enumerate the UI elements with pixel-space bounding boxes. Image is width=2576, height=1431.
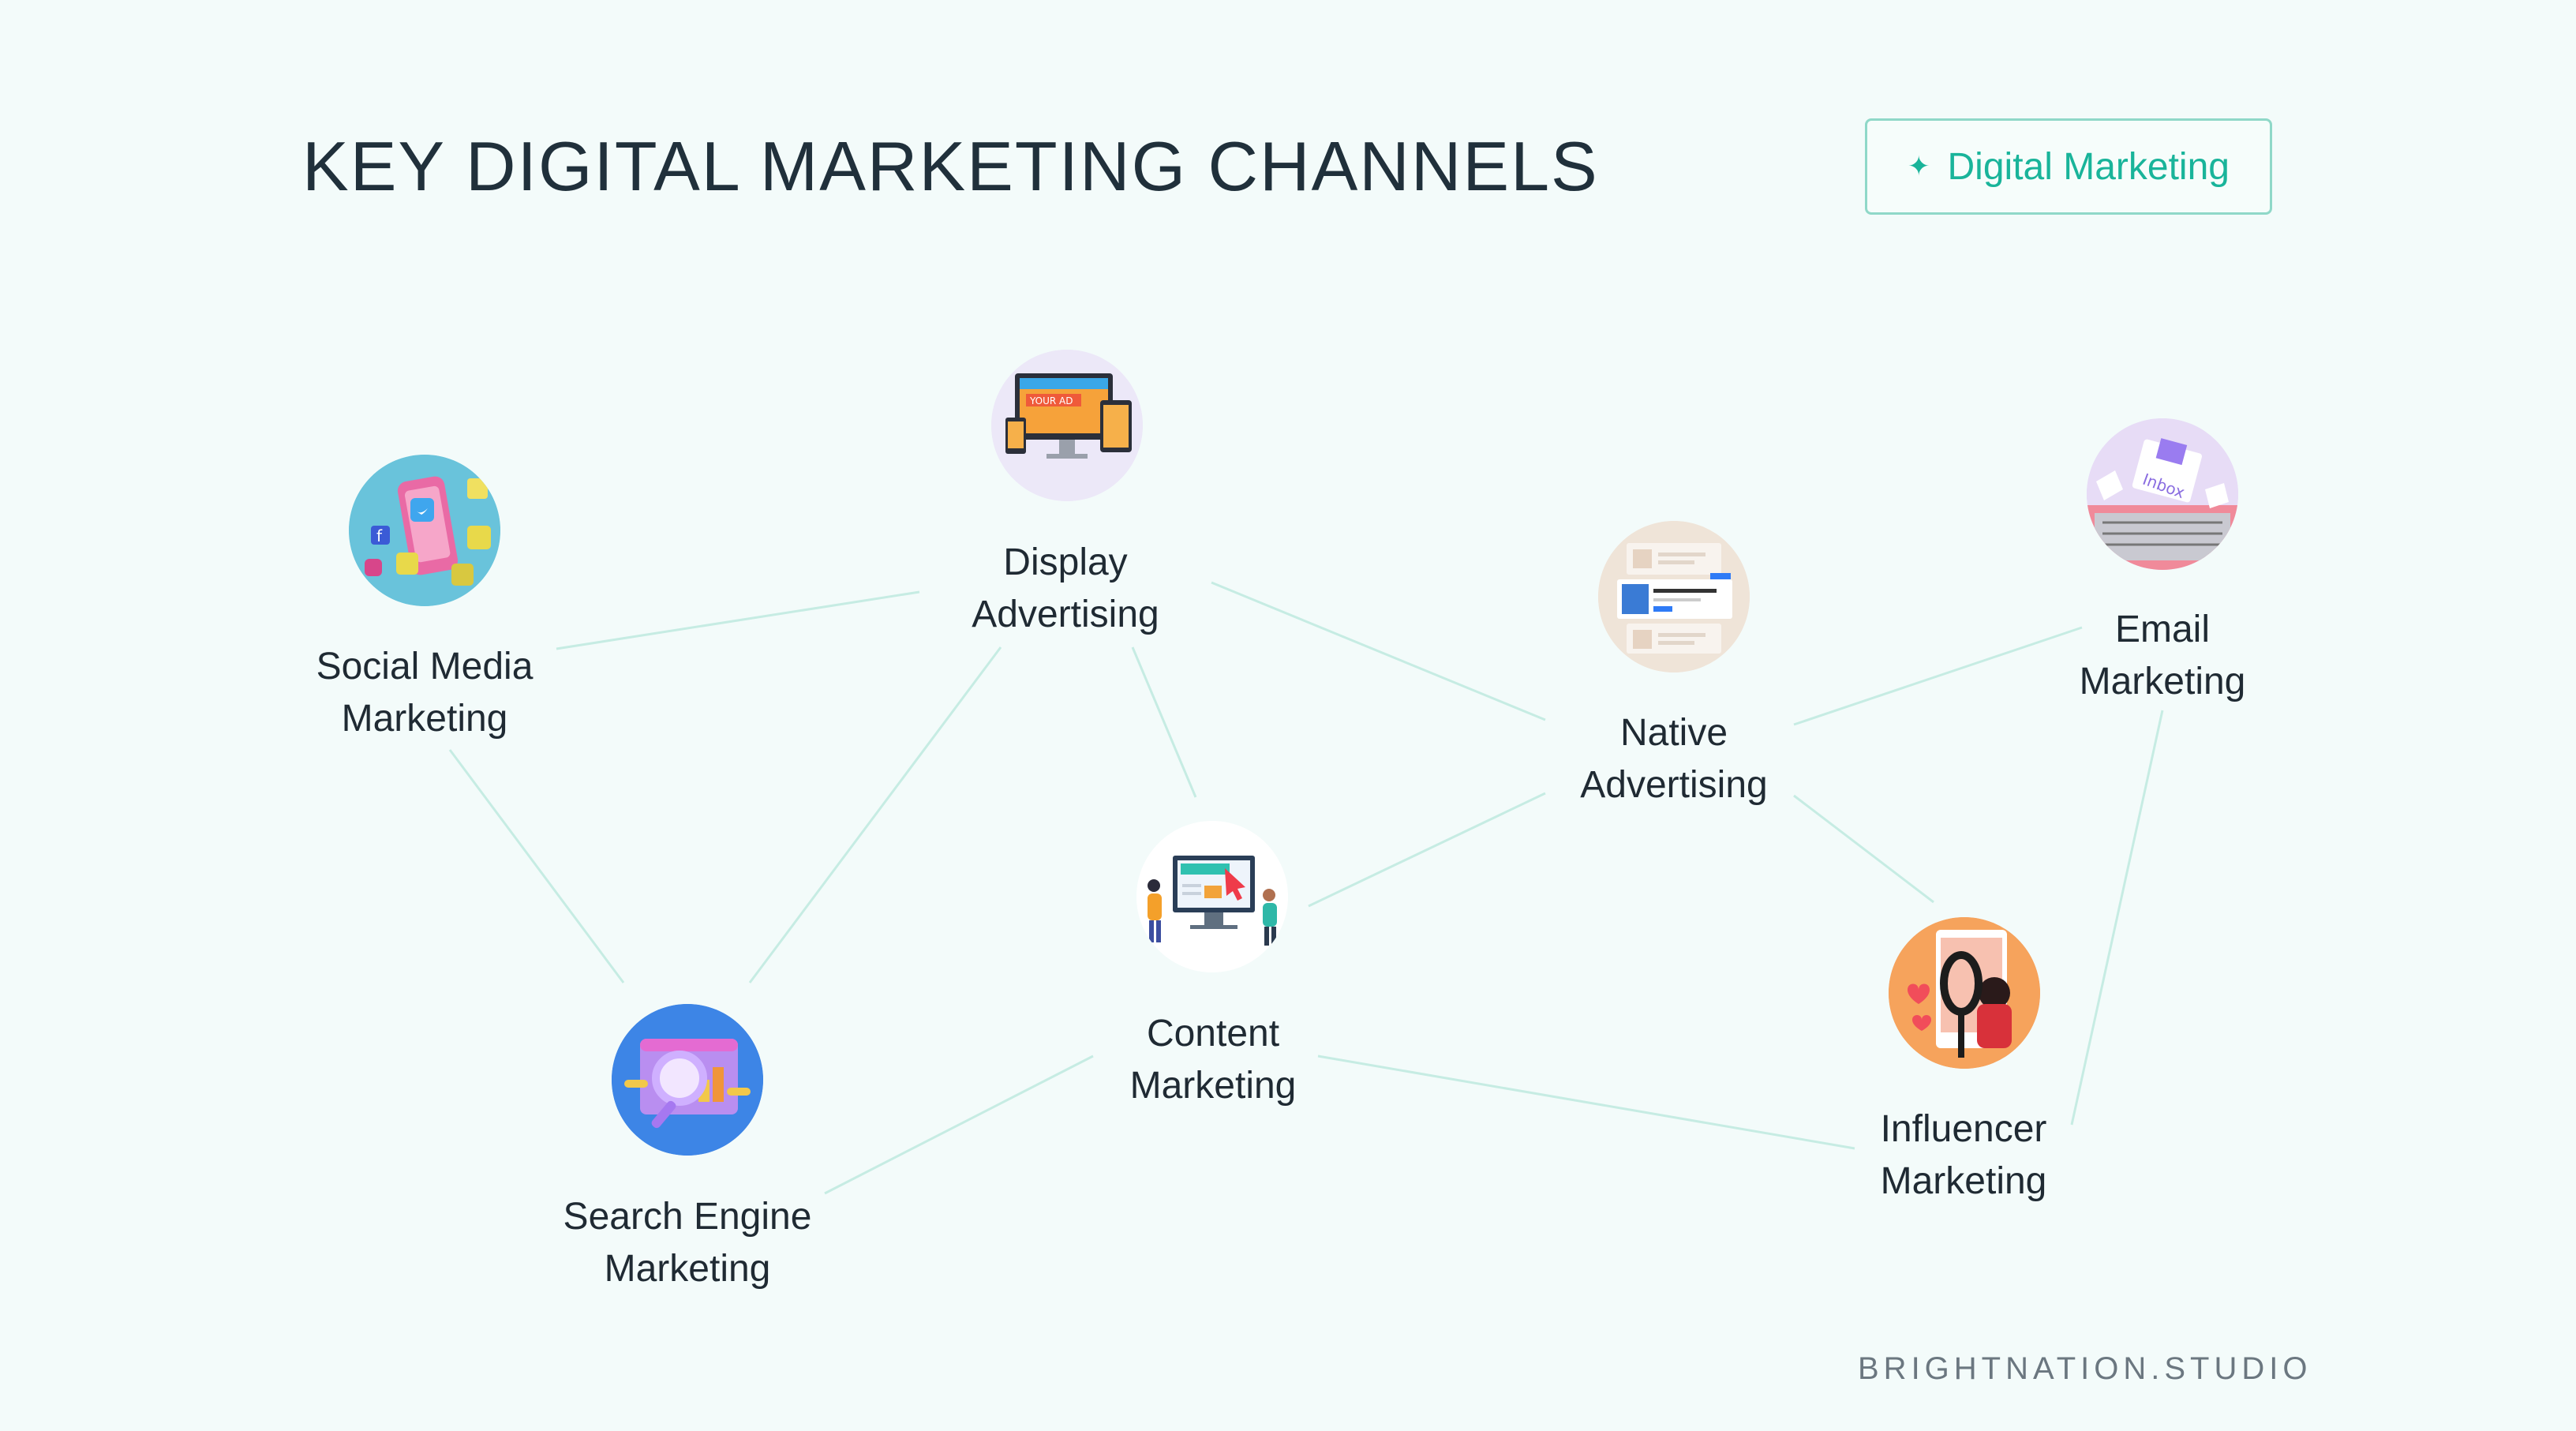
edge-native-email [1793,626,2083,726]
svg-text:f: f [376,526,383,545]
edge-content-influencer [1317,1055,1855,1150]
email-inbox-laptop-icon: Inbox [2087,418,2238,570]
edge-email-influencer [2070,710,2164,1126]
content-monitor-icon [1136,821,1288,972]
social-media-phone-icon: f [349,455,500,606]
edge-native-content [1308,792,1546,908]
tag-label: Digital Marketing [1947,145,2230,188]
edge-social-search [448,749,625,983]
edge-content-search [824,1055,1094,1195]
display-ad-devices-icon: YOUR AD [991,350,1143,501]
influencer-ring-light-icon [1889,917,2040,1069]
svg-text:YOUR AD: YOUR AD [1029,395,1073,406]
edge-social-display [556,590,920,650]
edge-native-influencer [1793,794,1934,904]
edge-display-native [1211,581,1546,721]
edge-display-content [1131,646,1197,798]
page-title: KEY DIGITAL MARKETING CHANNELS [302,127,1599,205]
footer-brand: BRIGHTNATION.STUDIO [1858,1351,2312,1386]
native-ad-article-icon [1598,521,1750,672]
sparkle-icon: ✦ [1908,152,1930,182]
edge-display-search [748,646,1002,983]
digital-marketing-tag[interactable]: ✦ Digital Marketing [1865,118,2272,215]
search-magnifier-icon [612,1004,763,1156]
